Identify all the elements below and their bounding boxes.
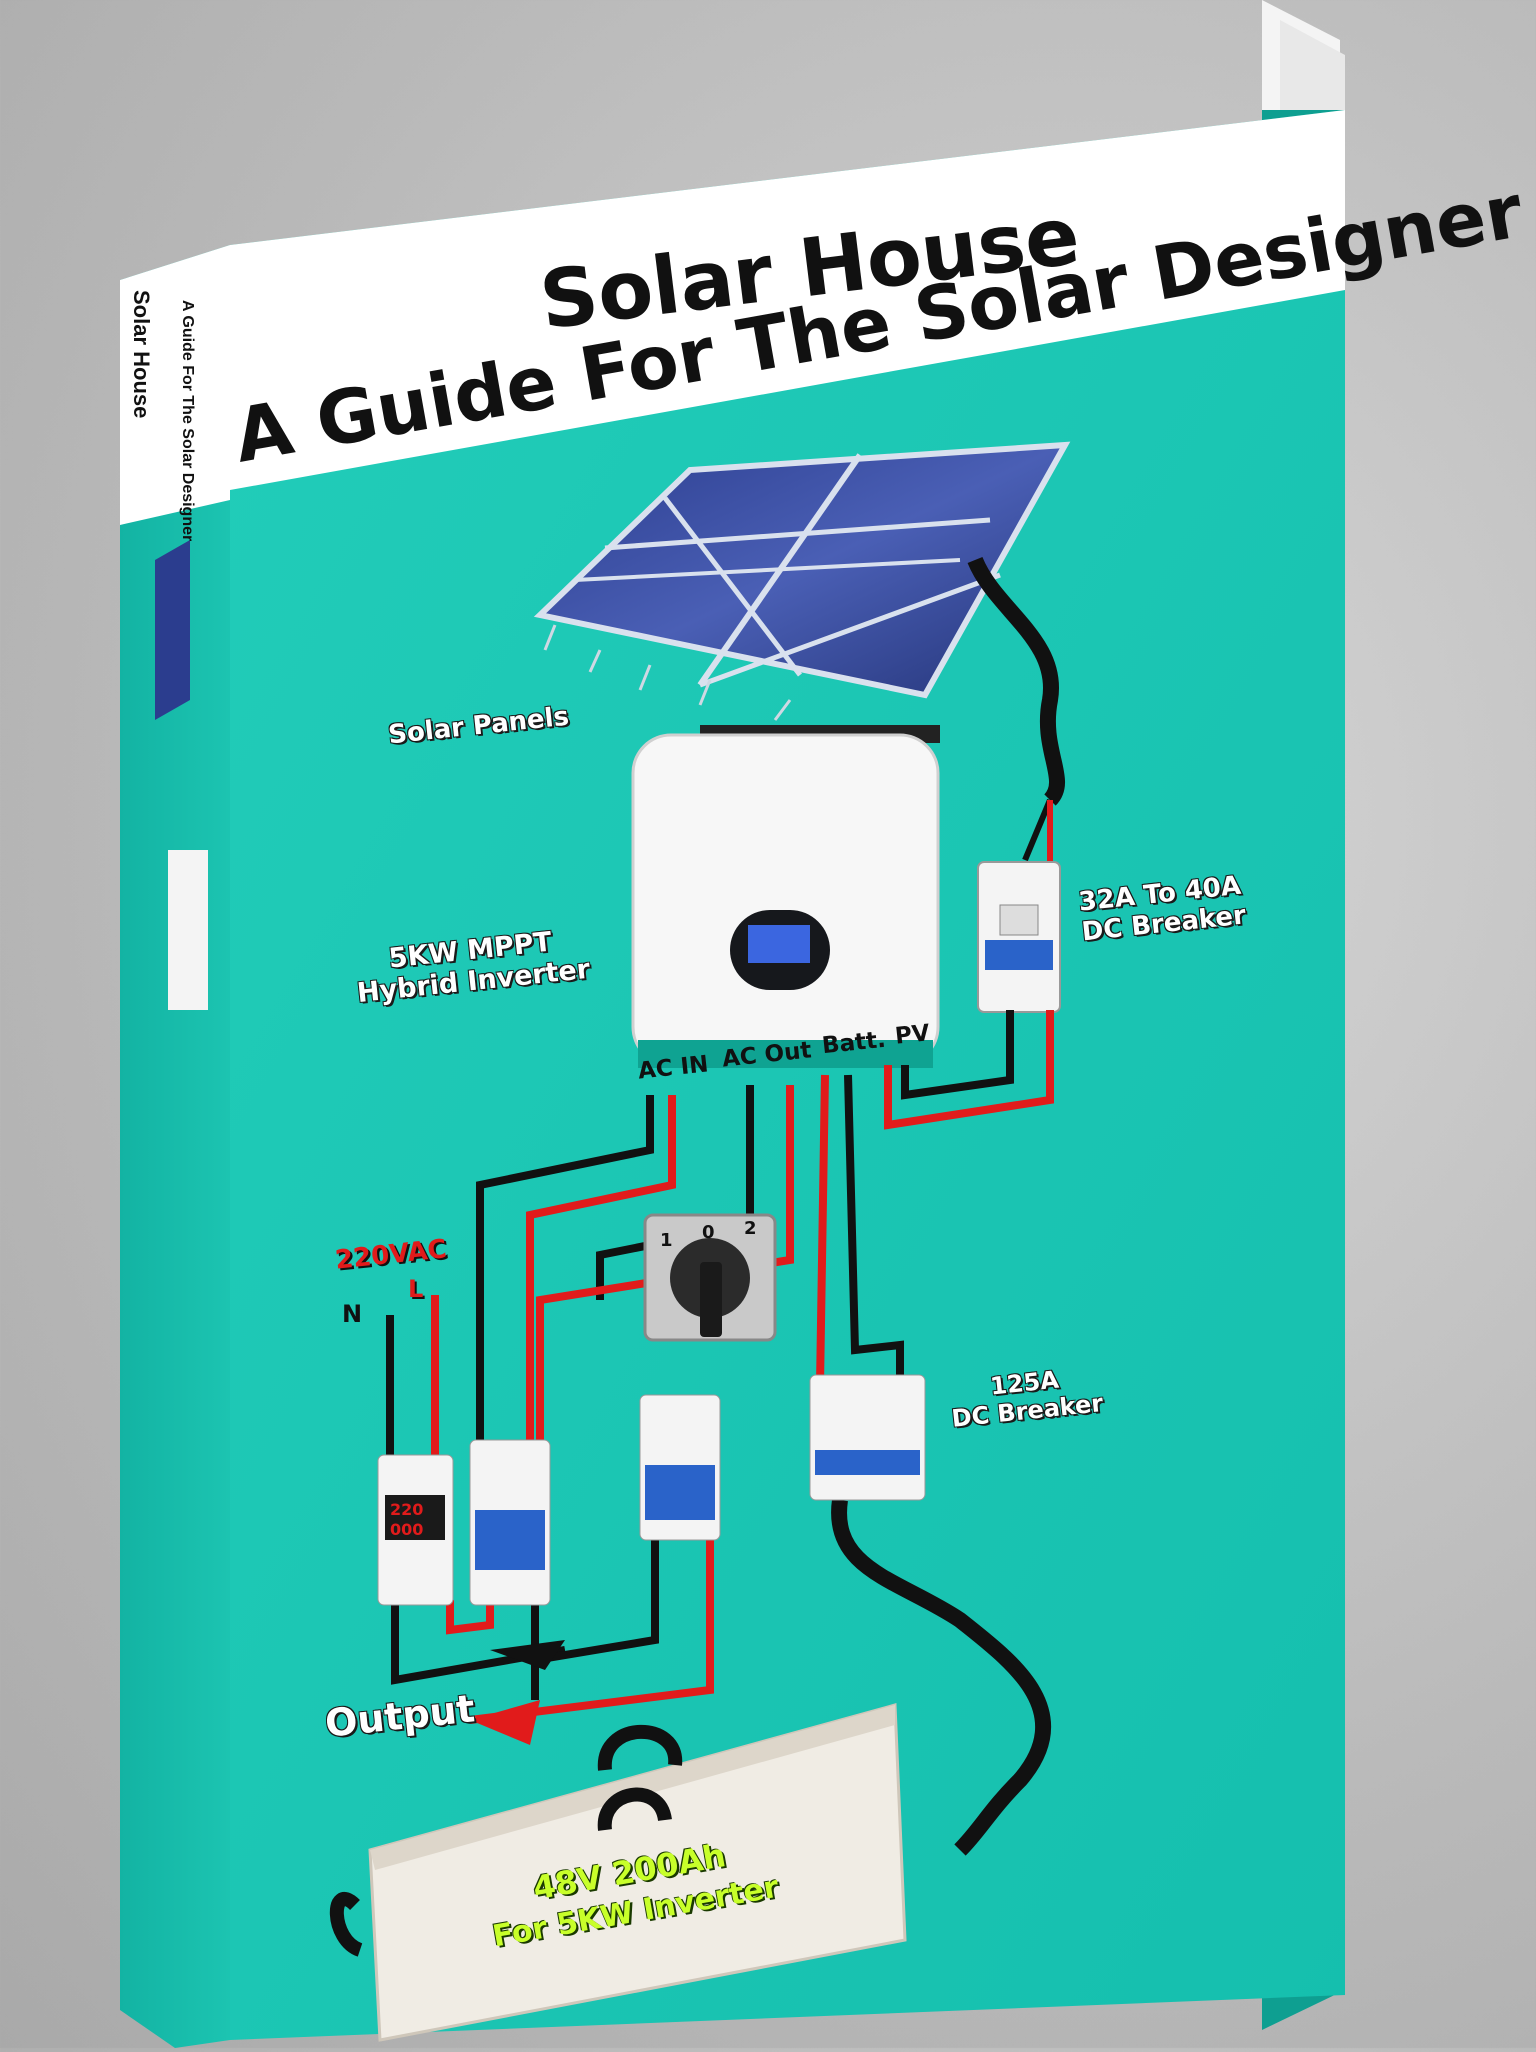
live-label: L <box>408 1275 424 1303</box>
hybrid-inverter <box>631 725 940 1068</box>
switch-pos-2: 2 <box>744 1218 757 1239</box>
switch-pos-1: 1 <box>660 1230 673 1251</box>
battery-dc-breaker <box>809 1374 926 1501</box>
switch-pos-0: 0 <box>702 1222 715 1243</box>
changeover-switch <box>643 1213 777 1342</box>
output-breaker <box>639 1394 721 1541</box>
meter-reading-1: 220 <box>390 1500 424 1519</box>
meter-reading-2: 000 <box>390 1520 424 1539</box>
book-spine <box>120 245 230 2048</box>
spine-subtitle: A Guide For The Solar Designer <box>179 300 196 542</box>
output-arrow-black <box>490 1640 565 1670</box>
neutral-label: N <box>342 1300 363 1328</box>
spine-inverter <box>168 850 208 1010</box>
pv-dc-breaker <box>977 861 1061 1013</box>
grid-breakers <box>377 1439 551 1606</box>
cover-header-band <box>230 110 1345 490</box>
spine-panels <box>155 540 190 720</box>
pv-cable <box>967 556 1066 806</box>
spine-header <box>120 245 230 525</box>
port-pv: PV <box>893 1020 931 1050</box>
wiring <box>386 1010 1054 1856</box>
output-arrow-red <box>470 1700 540 1745</box>
battery-bank <box>329 1703 907 2042</box>
solar-panels <box>533 441 1071 721</box>
spine-title: Solar House <box>129 290 154 419</box>
